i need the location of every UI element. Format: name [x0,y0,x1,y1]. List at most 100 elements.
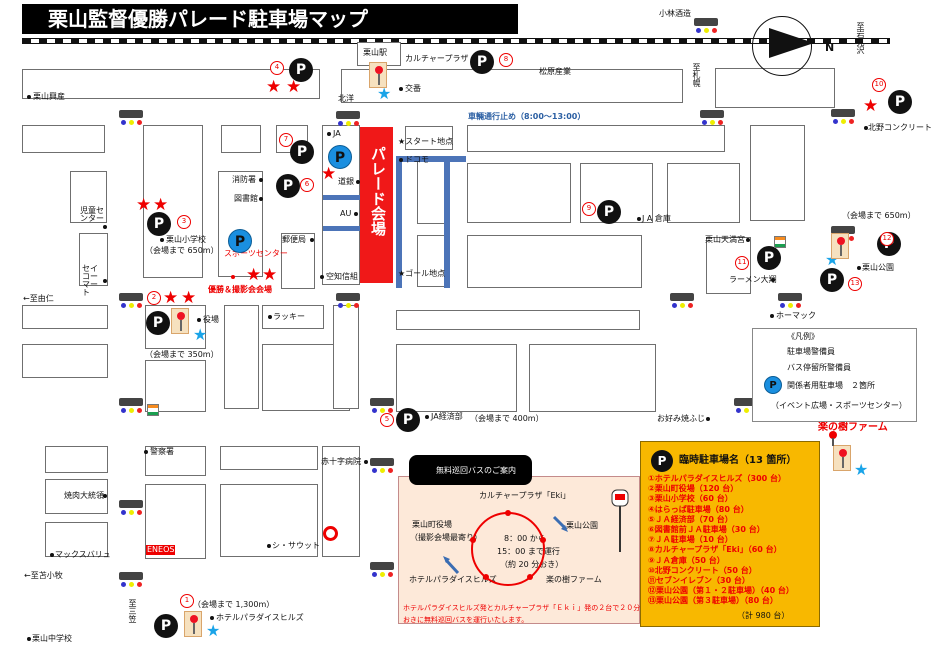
bus-stop-icon [833,445,851,471]
label-kuuchi: 空知信組 [326,272,358,281]
dot-shisa [267,544,271,548]
red-star-marker: ★ [163,288,179,308]
legend-item-2: バス停留所警備員 [787,363,851,372]
dot-yakinikudai [103,494,107,498]
notice-items: ①ホテルパラダイスヒルズ（300 台）②栗山町役場（120 台）③栗山小学校（6… [648,474,814,607]
notice-item: ⑬栗山公園（第３駐車場）（80 台） [648,596,778,606]
dot-sasue [259,178,263,182]
label-maxvalue: マックスバリュ [55,550,111,559]
dot-kou [399,87,403,91]
red-star-marker: ★ [181,288,197,308]
bus-stop-icon [831,233,849,259]
legend-note: （イベント広場・スポーツセンター） [771,401,907,410]
notice-item: ⑫栗山公園（第１・２駐車場）（40 台） [648,586,794,596]
label-sapporo: 至札幌 [692,63,701,87]
traffic-light [119,572,143,587]
block-center-right-top [405,126,453,150]
traffic-light [370,398,394,413]
free-bus-info [398,476,640,624]
label-matsubara: 松原産業 [539,67,571,76]
parking-number: 11 [735,256,749,270]
block-mid-center-1 [224,305,259,409]
station-label: 栗山駅 [363,48,387,57]
block-east-5 [750,125,805,221]
bus-title: 無料巡回バスのご案内 [436,466,516,475]
block-civic-1 [221,125,261,153]
block-bottom-left-5 [45,522,108,557]
block-bottom-left-3 [145,446,206,476]
dot-au [354,212,358,216]
bus-right: 栗山公園 [566,521,598,530]
label-start: ★スタート地点 [398,137,454,146]
block-left-3 [70,171,107,223]
red-star-marker: ★ [262,265,278,285]
parking-number: 6 [300,178,314,192]
red-star-marker: ★ [321,164,337,184]
farm-marker-stem [832,438,834,446]
traffic-light [119,293,143,308]
label-yuni: ←至由仁 [23,294,54,303]
label-ja: JA [333,129,341,138]
parking-marker-10: P [888,90,912,114]
block-left-2 [143,125,203,278]
label-kurisho: 栗山小学校 [166,235,206,244]
red-star-marker: ★ [286,77,302,97]
label-distance350: （会場まで 350m） [145,350,219,359]
label-seikomart: セイコーマート [82,264,98,297]
label-tomakomai: ←至苫小牧 [24,571,63,580]
parking-number: 8 [499,53,513,67]
label-shisa: シ・サウット [272,541,320,550]
dot-raamen [771,278,775,282]
parking-marker-4: P [289,58,313,82]
notice-item: ⑦ＪＡ駐車場（10 台） [648,535,733,545]
dot-ja [327,132,331,136]
block-bottom-left-2 [45,479,108,514]
dot-library [259,197,263,201]
parade-zone [360,127,393,283]
dot-lucky [268,315,272,319]
legend-title: 《凡例》 [787,332,819,341]
notice-item: ⑩北野コンクリート（50 台） [648,565,757,575]
label-goal: ★ゴール地点 [398,269,446,278]
label-post: 郵便局 [282,235,306,244]
legend-item-3: 関係者用駐車場 ２箇所 [787,381,875,390]
label-kurichu: 栗山中学校 [32,634,72,643]
label-paradise: ホテルパラダイスヒルズ [216,613,304,622]
parking-number: 12 [880,232,894,246]
bus-bottom-right: 楽の樹ファーム [546,575,602,584]
dot-kurichu [27,637,31,641]
parking-marker-6: P [276,174,300,198]
parking-number: 7 [279,133,293,147]
dot-maxvalue [50,553,54,557]
dot-jasouko [637,217,641,221]
label-eneos: ENEOS [146,545,176,555]
parking-marker-5: P [396,408,420,432]
parking-marker-7: P [290,140,314,164]
label-traffic: 車輛通行止め（8:00〜13:00） [468,112,586,121]
red-star-marker: ★ [153,195,169,215]
store-icon [147,404,159,416]
parking-number: 13 [848,277,862,291]
dot-kitano [864,126,868,130]
parking-marker-9: P [597,200,621,224]
block-mid-center-4 [333,305,359,409]
blue-star-marker: ★ [193,325,208,344]
red-star-marker: ★ [266,77,282,97]
block-civic-4 [281,233,315,289]
label-kurikomae: 栗山興産 [33,92,65,101]
legend-parking-icon: P [764,376,782,394]
block-top-left [22,69,320,99]
map-title: 栗山監督優勝パレード駐車場マップ [22,4,518,34]
block-east-6 [467,235,642,288]
blue-star-marker: ★ [206,621,221,640]
notice-item: ④はらっぱ駐車場（80 台） [648,504,749,514]
block-east-4 [667,163,740,223]
traffic-light [670,293,694,308]
traffic-light [700,110,724,125]
traffic-light [336,111,360,126]
label-sasue: 消防署 [232,175,256,184]
label-cultureplaza: カルチャープラザ「Eki」 [405,54,497,63]
blue-star-marker: ★ [377,84,392,103]
legend-item-1: 駐車場警備員 [787,347,835,356]
block-center-right-mid [417,157,449,224]
